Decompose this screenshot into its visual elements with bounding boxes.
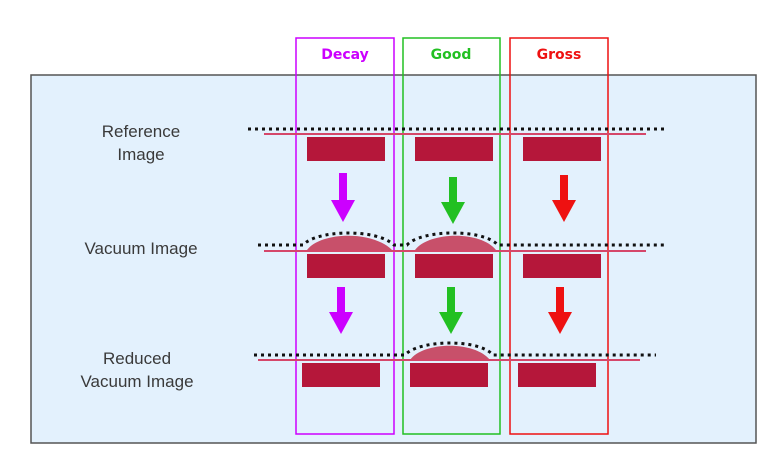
vacuum-bulge-good: [415, 235, 496, 250]
reference-part-gross: [523, 137, 601, 161]
column-frame-decay: [295, 37, 395, 435]
row-label-reduced-line1: Reduced: [103, 349, 171, 368]
column-frame-good: [402, 37, 501, 435]
reference-part-decay: [307, 137, 385, 161]
arrow-down-icon-gross-1: [552, 175, 576, 222]
arrow-down-icon-gross-2: [548, 287, 572, 334]
reference-part-good: [415, 137, 493, 161]
arrow-down-icon-decay-2: [329, 287, 353, 334]
reduced-bulge-good: [410, 345, 490, 360]
row-label-reference-line1: Reference: [102, 122, 180, 141]
vacuum-part-decay: [307, 254, 385, 278]
arrow-down-icon-good-1: [441, 177, 465, 224]
column-label-decay: Decay: [321, 47, 369, 63]
arrow-down-icon-good-2: [439, 287, 463, 334]
reduced-part-gross: [518, 363, 596, 387]
vacuum-part-good: [415, 254, 493, 278]
vacuum-part-gross: [523, 254, 601, 278]
reduced-scan-line: [254, 341, 656, 357]
row-label-reduced-line2: Vacuum Image: [80, 372, 193, 391]
column-frame-gross: [509, 37, 609, 435]
arrow-down-icon-decay-1: [331, 173, 355, 222]
reduced-part-good: [410, 363, 488, 387]
row-label-vacuum: Vacuum Image: [84, 239, 197, 258]
column-label-good: Good: [431, 47, 472, 63]
column-label-gross: Gross: [537, 47, 582, 63]
vacuum-bulge-decay: [307, 235, 392, 250]
reduced-part-decay: [302, 363, 380, 387]
row-label-reference-line2: Image: [117, 145, 164, 164]
vacuum-scan-line: [258, 231, 664, 247]
